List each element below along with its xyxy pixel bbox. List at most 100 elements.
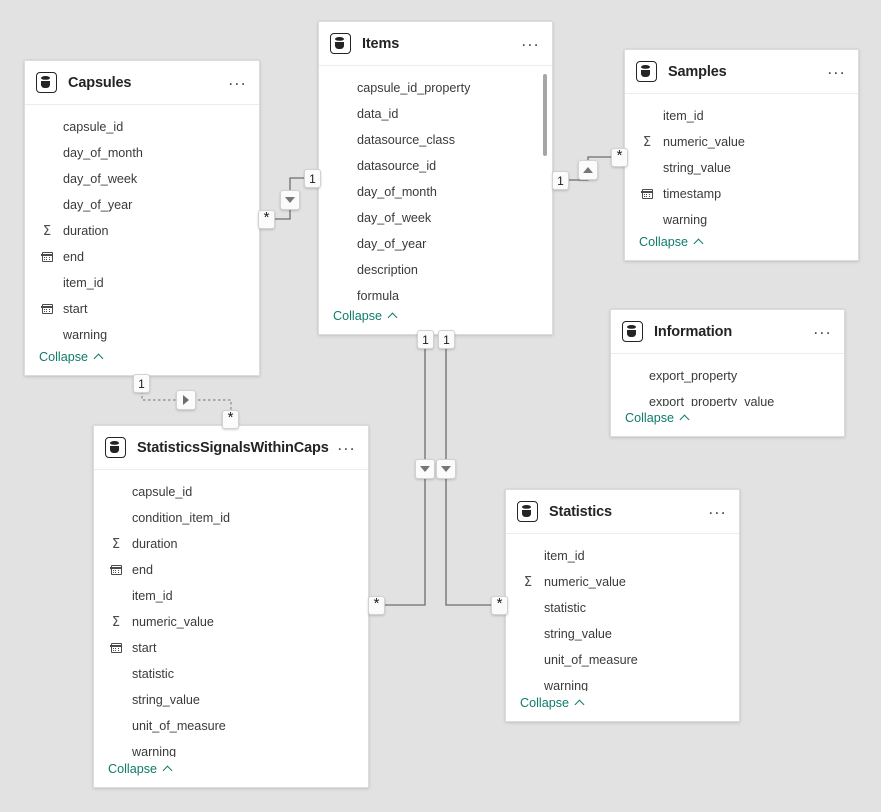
field-row[interactable]: item_id [94, 583, 368, 609]
collapse-button[interactable]: Collapse [506, 691, 739, 721]
field-row[interactable]: formula [319, 283, 552, 304]
cross-filter-direction-down-icon[interactable] [280, 190, 300, 210]
field-label: condition_item_id [132, 511, 231, 525]
cardinality-badge[interactable]: * [222, 410, 239, 429]
field-row[interactable]: item_id [506, 543, 739, 569]
field-row[interactable]: statistic [94, 661, 368, 687]
collapse-button[interactable]: Collapse [25, 345, 259, 375]
field-label: statistic [132, 667, 174, 681]
field-label: timestamp [663, 187, 722, 201]
field-row[interactable]: datasource_id [319, 153, 552, 179]
cross-filter-direction-down-icon[interactable] [415, 459, 435, 479]
cross-filter-direction-up-icon[interactable] [578, 160, 598, 180]
cardinality-badge[interactable]: * [611, 148, 628, 167]
field-row[interactable]: string_value [506, 621, 739, 647]
calendar-icon [108, 643, 124, 653]
table-icon [517, 501, 538, 522]
vertical-scrollbar[interactable] [543, 74, 547, 156]
field-row[interactable]: warning [94, 739, 368, 757]
cross-filter-direction-right-icon[interactable] [176, 390, 196, 410]
table-header[interactable]: Items... [319, 22, 552, 66]
more-options-icon[interactable]: ... [708, 498, 727, 518]
field-row[interactable]: start [25, 296, 259, 322]
collapse-label: Collapse [639, 235, 689, 249]
cardinality-badge[interactable]: 1 [133, 374, 150, 393]
field-row[interactable]: day_of_month [319, 179, 552, 205]
field-row[interactable]: string_value [625, 155, 858, 181]
field-row[interactable]: datasource_class [319, 127, 552, 153]
field-row[interactable]: unit_of_measure [506, 647, 739, 673]
cardinality-badge[interactable]: 1 [552, 171, 569, 190]
cardinality-badge[interactable]: * [258, 210, 275, 229]
triangle-down-icon [285, 197, 295, 203]
calendar-icon [108, 565, 124, 575]
cross-filter-direction-down-icon[interactable] [436, 459, 456, 479]
table-icon [36, 72, 57, 93]
field-row[interactable]: capsule_id [25, 114, 259, 140]
field-row[interactable]: capsule_id_property [319, 75, 552, 101]
more-options-icon[interactable]: ... [521, 30, 540, 50]
sigma-icon: Σ [111, 536, 121, 552]
field-row[interactable]: unit_of_measure [94, 713, 368, 739]
field-row[interactable]: string_value [94, 687, 368, 713]
field-row[interactable]: end [25, 244, 259, 270]
field-label: numeric_value [132, 615, 214, 629]
field-label: duration [132, 537, 178, 551]
collapse-button[interactable]: Collapse [94, 757, 368, 787]
field-row[interactable]: warning [625, 207, 858, 230]
field-row[interactable]: condition_item_id [94, 505, 368, 531]
cardinality-badge[interactable]: * [368, 596, 385, 615]
collapse-button[interactable]: Collapse [611, 406, 844, 436]
field-row[interactable]: item_id [25, 270, 259, 296]
field-row[interactable]: day_of_week [25, 166, 259, 192]
more-options-icon[interactable]: ... [813, 318, 832, 338]
table-header[interactable]: Information... [611, 310, 844, 354]
field-row[interactable]: export_property [611, 363, 844, 389]
table-header[interactable]: StatisticsSignalsWithinCapsules... [94, 426, 368, 470]
cardinality-badge[interactable]: 1 [304, 169, 321, 188]
table-header[interactable]: Samples... [625, 50, 858, 94]
more-options-icon[interactable]: ... [827, 58, 846, 78]
field-row[interactable]: day_of_week [319, 205, 552, 231]
field-row[interactable]: warning [25, 322, 259, 345]
field-row[interactable]: description [319, 257, 552, 283]
more-options-icon[interactable]: ... [337, 434, 356, 454]
field-row[interactable]: day_of_month [25, 140, 259, 166]
field-row[interactable]: item_id [625, 103, 858, 129]
field-row[interactable]: day_of_year [25, 192, 259, 218]
table-header[interactable]: Statistics... [506, 490, 739, 534]
field-row[interactable]: export_property_value [611, 389, 844, 406]
field-row[interactable]: warning [506, 673, 739, 691]
table-header[interactable]: Capsules... [25, 61, 259, 105]
field-row[interactable]: day_of_year [319, 231, 552, 257]
chevron-up-icon [693, 238, 704, 248]
cardinality-badge[interactable]: * [491, 596, 508, 615]
cardinality-badge[interactable]: 1 [438, 330, 455, 349]
field-row[interactable]: start [94, 635, 368, 661]
field-label: day_of_year [357, 237, 427, 251]
field-row[interactable]: end [94, 557, 368, 583]
field-row[interactable]: data_id [319, 101, 552, 127]
field-row[interactable]: capsule_id [94, 479, 368, 505]
cardinality-badge[interactable]: 1 [417, 330, 434, 349]
collapse-button[interactable]: Collapse [625, 230, 858, 260]
more-options-icon[interactable]: ... [228, 69, 247, 89]
field-row[interactable]: timestamp [625, 181, 858, 207]
collapse-button[interactable]: Collapse [319, 304, 552, 334]
table-card-statisticssignalswithincapsules[interactable]: StatisticsSignalsWithinCapsules... capsul… [93, 425, 369, 788]
table-title: StatisticsSignalsWithinCapsules [137, 439, 329, 456]
triangle-down-icon [441, 466, 451, 472]
field-row[interactable]: statistic [506, 595, 739, 621]
